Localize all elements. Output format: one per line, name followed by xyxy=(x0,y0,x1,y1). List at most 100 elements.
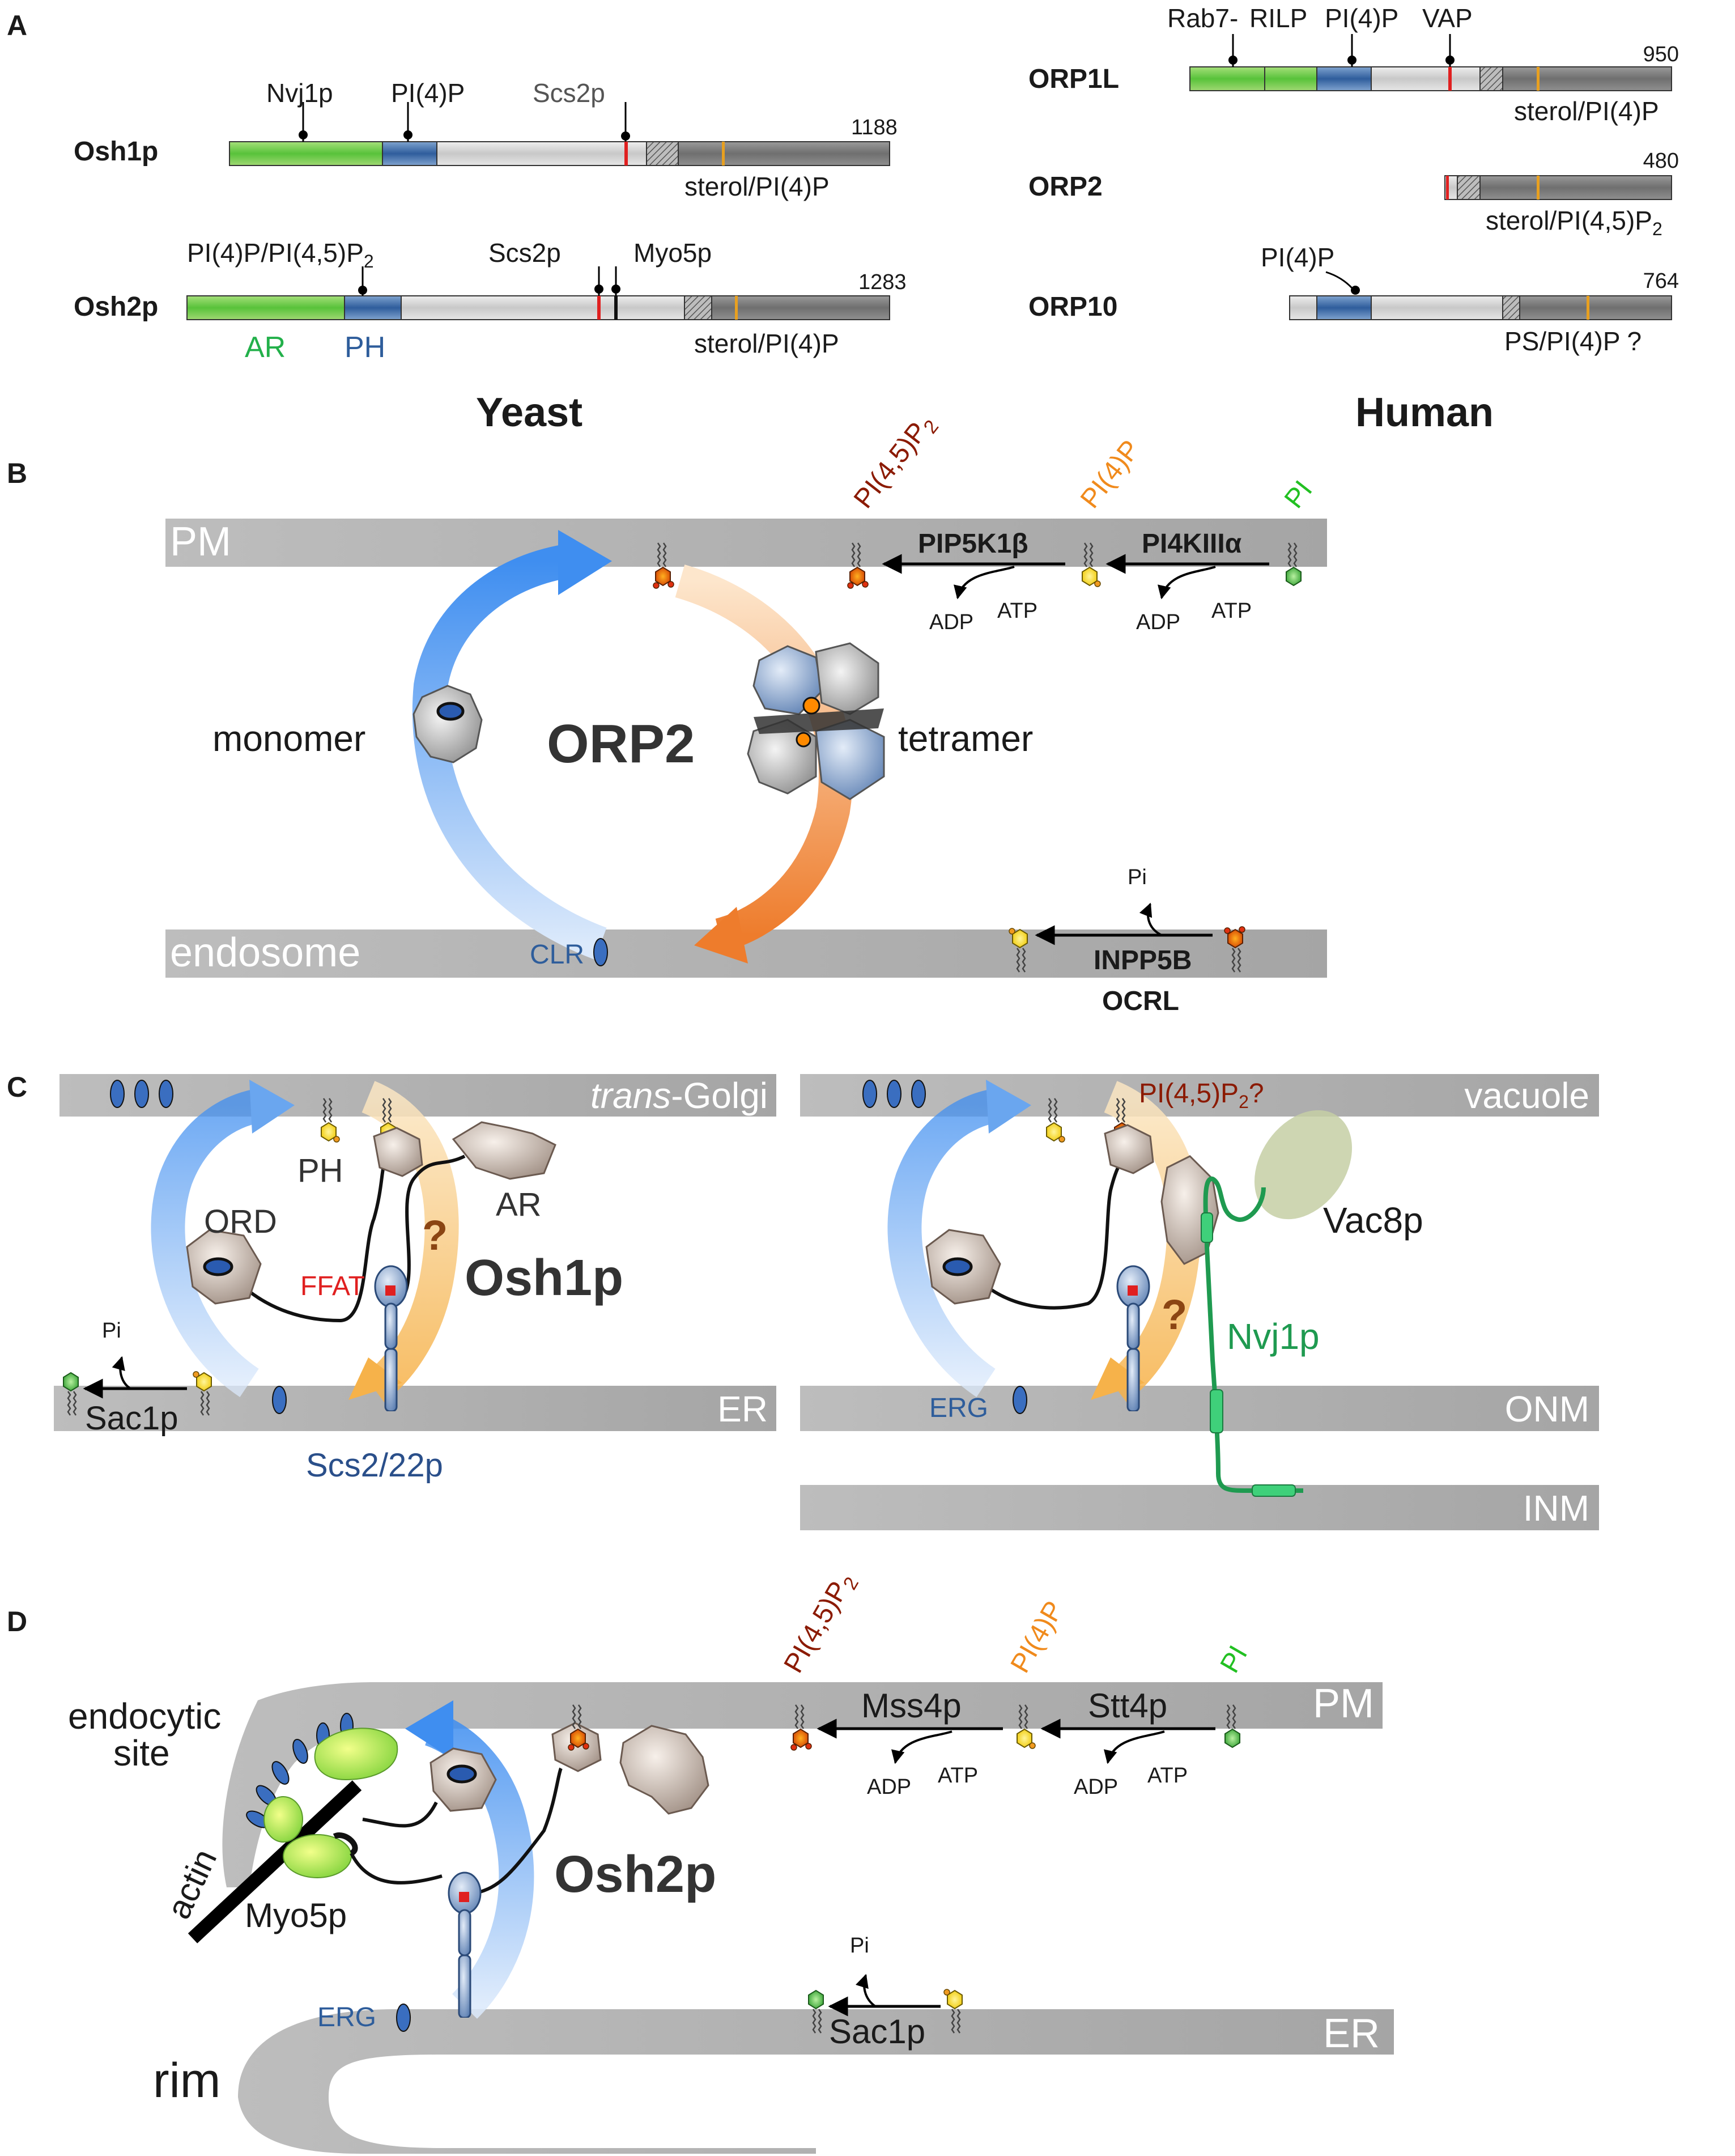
sterol-c5 xyxy=(862,1080,877,1108)
ph-domain-c1 xyxy=(373,1127,423,1177)
sterol-c3 xyxy=(159,1080,173,1108)
orp1l-ann-rab7: Rab7- xyxy=(1167,3,1238,33)
golgi-membrane xyxy=(59,1074,776,1117)
orange-transport-arrow-c2 xyxy=(1103,1081,1201,1402)
pi4p-label-d: PI(4)P xyxy=(1005,1596,1070,1678)
osh1p-linker xyxy=(225,1155,466,1323)
myo5p-protein xyxy=(283,1832,358,1878)
golgi-label: trans-Golgi xyxy=(590,1075,768,1116)
ord-domain-c1 xyxy=(186,1229,262,1305)
blue-arrowhead-c1 xyxy=(249,1080,295,1134)
pip2-label-b: PI(4,5)P2 xyxy=(848,408,943,516)
onm-label: ONM xyxy=(1505,1389,1589,1429)
ffat-motif-d xyxy=(459,1892,469,1902)
human-label: Human xyxy=(1355,390,1494,435)
legend-ph: PH xyxy=(345,331,385,364)
orp10-bar xyxy=(1289,295,1672,320)
orp2-length: 480 xyxy=(1643,149,1679,173)
monomer-label: monomer xyxy=(212,718,365,759)
nvj1p-tm2 xyxy=(1210,1389,1223,1433)
orp1l-domain: sterol/PI(4)P xyxy=(1514,96,1659,126)
ar-label-c: AR xyxy=(496,1186,542,1223)
panel-d: D PM endocytic site ER rim actin xyxy=(7,1573,1394,2154)
osh2p-length: 1283 xyxy=(858,270,907,294)
panel-c: C trans-Golgi ER PH ORD AR xyxy=(7,1071,1599,1530)
blue-arrowhead-d xyxy=(405,1700,453,1760)
sterol-c2 xyxy=(134,1080,149,1108)
osh1p-ann-nvj1p: Nvj1p xyxy=(266,78,333,108)
blue-arrowhead-b xyxy=(558,530,612,595)
clr-molecule-b xyxy=(593,938,608,966)
osh1p-name: Osh1p xyxy=(74,137,158,167)
osh1p-ann-scs2p: Scs2p xyxy=(533,78,605,108)
er-membrane-d xyxy=(238,2009,1394,2154)
svg-text:PI(4)P: PI(4)P xyxy=(1005,1596,1070,1678)
orp2-monomer xyxy=(413,685,483,763)
erg-label-d: ERG xyxy=(317,2002,376,2032)
endocytic-coat xyxy=(246,1713,398,1843)
pi-phosphate-d: Pi xyxy=(850,1934,869,1958)
blue-transport-arrow-c2 xyxy=(887,1088,1001,1397)
svg-text:PI(4)P: PI(4)P xyxy=(1075,435,1146,514)
er-label-c: ER xyxy=(717,1389,768,1429)
onm-membrane xyxy=(800,1386,1599,1431)
ord-label-c: ORD xyxy=(204,1203,277,1240)
orange-arrowhead-b xyxy=(694,907,748,964)
orp2-bar xyxy=(1444,175,1672,200)
rim-label: rim xyxy=(153,2053,220,2108)
inm-label: INM xyxy=(1523,1488,1589,1529)
orp1l-name: ORP1L xyxy=(1028,64,1119,94)
kinase2-label-d: Stt4p xyxy=(1088,1687,1167,1725)
nvj1p-label-c: Nvj1p xyxy=(1227,1316,1320,1357)
adp-label-d1: ADP xyxy=(867,1775,911,1799)
panel-a-letter: A xyxy=(7,10,27,41)
blue-arrowhead-c2 xyxy=(986,1080,1031,1134)
panel-b-letter: B xyxy=(7,457,27,489)
osh1p-label-c: Osh1p xyxy=(465,1250,623,1306)
phosphatase1-label: INPP5B xyxy=(1094,945,1192,975)
panel-c-letter: C xyxy=(7,1071,27,1103)
osh2p-label-d: Osh2p xyxy=(554,1845,716,1903)
nvj1p-tm3 xyxy=(1252,1484,1296,1497)
orp10-domain: PS/PI(4)P ? xyxy=(1504,326,1642,356)
pm-label-d: PM xyxy=(1313,1681,1374,1726)
svg-text:PI(4,5)P2: PI(4,5)P2 xyxy=(848,408,943,516)
svg-text:PI: PI xyxy=(1279,475,1319,513)
orp1l-ann-rilp: RILP xyxy=(1249,3,1307,33)
panel-a: A Osh1p 1188 Nvj1p PI(4)P Scs2p sterol/P… xyxy=(7,3,1679,435)
orp2-domain: sterol/PI(4,5)P2 xyxy=(1486,206,1662,239)
endosome-label: endosome xyxy=(170,930,360,975)
orp1l-length: 950 xyxy=(1643,43,1679,66)
ord-domain-c2 xyxy=(925,1229,1001,1305)
osh2p-ann-pip: PI(4)P/PI(4,5)P2 xyxy=(187,238,374,271)
er-label-d: ER xyxy=(1323,2011,1380,2056)
er-membrane-c xyxy=(54,1386,776,1431)
tetramer-label: tetramer xyxy=(898,718,1033,759)
pi-label-d: PI xyxy=(1215,1641,1254,1678)
sterol-c4 xyxy=(272,1386,287,1414)
sac1p-label-d: Sac1p xyxy=(829,2013,925,2051)
orange-arrowhead-c1 xyxy=(348,1357,402,1400)
pip2q-label-c: PI(4,5)P2? xyxy=(1139,1079,1264,1112)
orp1l-ann-pi4p: PI(4)P xyxy=(1325,3,1398,33)
ph-domain-c2 xyxy=(1104,1124,1154,1174)
pm-label-b: PM xyxy=(170,519,231,565)
erg-molecule-d xyxy=(396,2004,411,2032)
blue-transport-arrow-d xyxy=(424,1712,534,2019)
osh2p-name: Osh2p xyxy=(74,292,158,322)
legend-ar: AR xyxy=(245,331,286,364)
pi-label-b: PI xyxy=(1279,475,1319,513)
nvj1p-tm1 xyxy=(1201,1212,1213,1243)
osh2p-linker-d xyxy=(350,1767,563,1895)
kinase1-label-d: Mss4p xyxy=(861,1687,962,1725)
sterol-c8 xyxy=(1013,1386,1027,1414)
ffat-label-c: FFAT xyxy=(300,1271,365,1301)
ord-domain-d xyxy=(430,1747,497,1812)
sterol-c1 xyxy=(110,1080,125,1108)
pi-phosphate-c: Pi xyxy=(102,1319,121,1343)
panel-b: B PM endosome ORP2 monomer tetramer xyxy=(7,408,1327,1016)
kinase2-label: PI4KIIIα xyxy=(1142,529,1242,559)
ph-label-c: PH xyxy=(297,1152,343,1189)
kinase1-label: PIP5K1β xyxy=(918,529,1028,559)
